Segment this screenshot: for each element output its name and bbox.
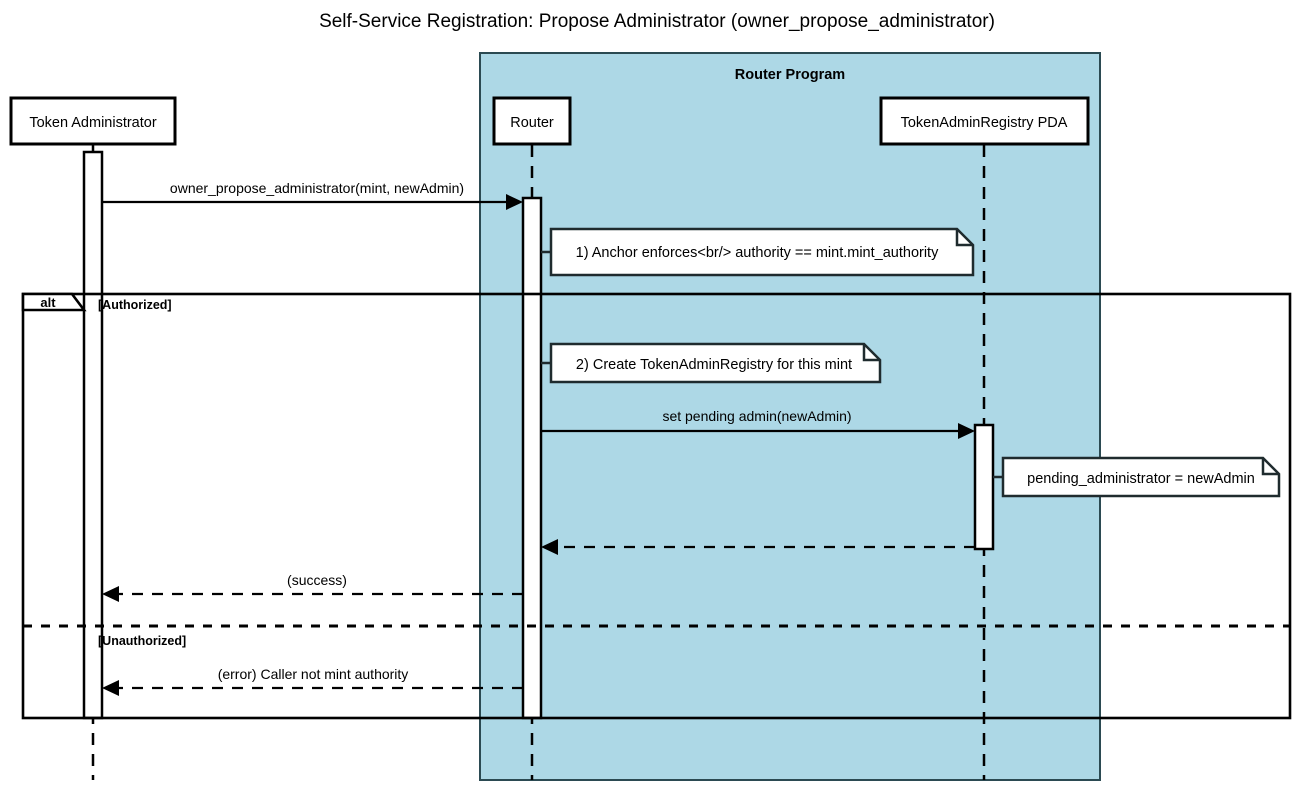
message-pda-return [541, 539, 975, 555]
alt-condition-authorized: [Authorized] [98, 298, 172, 312]
page-title: Self-Service Registration: Propose Admin… [319, 11, 995, 32]
activation-router [521, 196, 543, 720]
alt-keyword-label: alt [40, 295, 56, 310]
message-label-owner-propose-administrator: owner_propose_administrator(mint, newAdm… [170, 180, 464, 196]
message-label-error: (error) Caller not mint authority [218, 666, 409, 682]
participant-label-router: Router [510, 115, 554, 131]
participant-label-token-administrator: Token Administrator [29, 115, 157, 131]
note-anchor-enforces: 1) Anchor enforces<br/> authority == min… [541, 227, 975, 277]
activation-token-admin-registry-pda [973, 423, 995, 551]
message-set-pending-admin: set pending admin(newAdmin) [541, 408, 975, 439]
group-label-router-program: Router Program [735, 67, 845, 83]
arrow-head-error [102, 680, 119, 696]
alt-keyword-tab [21, 292, 87, 312]
message-owner-propose-administrator: owner_propose_administrator(mint, newAdm… [102, 180, 523, 210]
participant-token-administrator[interactable]: Token Administrator [9, 96, 177, 146]
arrow-head-pda-return [541, 539, 558, 555]
note-create-registry: 2) Create TokenAdminRegistry for this mi… [541, 342, 882, 384]
alt-branch-divider: [Unauthorized] [23, 624, 1290, 648]
alt-frame-outline [21, 292, 1292, 720]
message-label-set-pending-admin: set pending admin(newAdmin) [662, 408, 851, 424]
note-pending-administrator: pending_administrator = newAdmin [993, 456, 1281, 498]
group-box-router-program [479, 52, 1101, 781]
alt-condition-unauthorized: [Unauthorized] [98, 634, 186, 648]
participant-router[interactable]: Router [492, 96, 572, 146]
message-label-success: (success) [287, 572, 347, 588]
participant-token-admin-registry-pda[interactable]: TokenAdminRegistry PDA [879, 96, 1090, 146]
message-error: (error) Caller not mint authority [102, 666, 523, 696]
note-text-create-registry: 2) Create TokenAdminRegistry for this mi… [576, 357, 852, 373]
alt-block-frame: alt [Authorized] [21, 292, 1292, 720]
note-text-anchor-enforces: 1) Anchor enforces<br/> authority == min… [576, 245, 939, 261]
participant-label-token-admin-registry-pda: TokenAdminRegistry PDA [901, 115, 1068, 131]
arrow-head-set-pending-admin [958, 423, 975, 439]
arrow-head-success [102, 586, 119, 602]
note-text-pending-administrator: pending_administrator = newAdmin [1027, 471, 1255, 487]
arrow-head-owner-propose-administrator [506, 194, 523, 210]
message-success: (success) [102, 572, 523, 602]
